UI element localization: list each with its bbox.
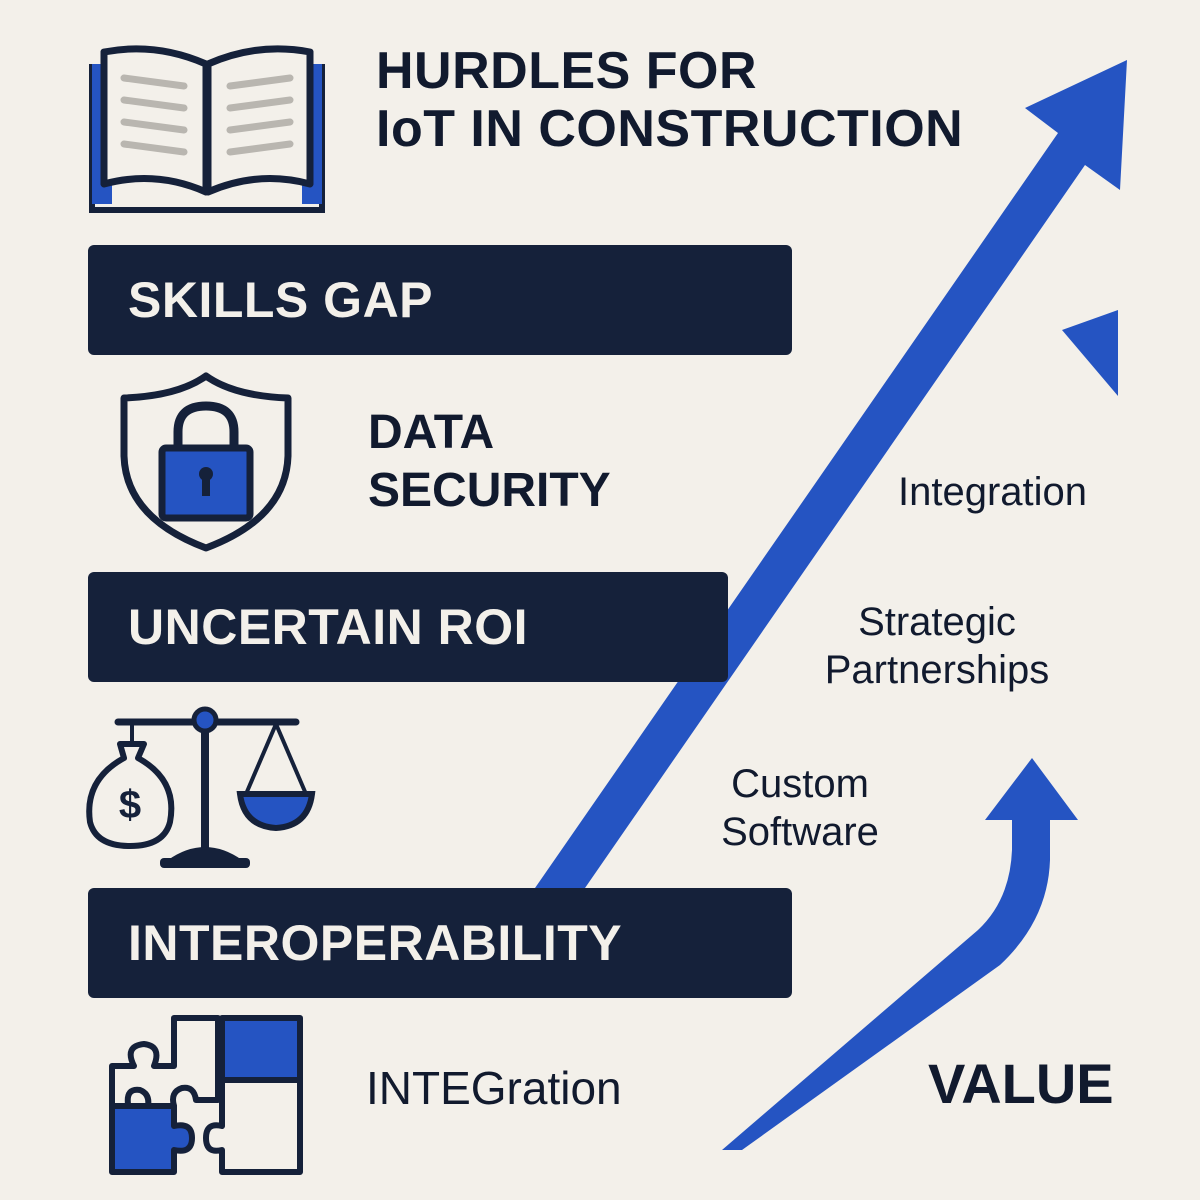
page-title: HURDLES FOR IoT IN CONSTRUCTION [376,42,963,158]
strategic-line-2: Partnerships [824,648,1050,692]
book-icon [89,45,325,213]
title-line-1: HURDLES FOR [376,42,758,100]
hurdle-skills-gap: SKILLS GAP [88,245,792,355]
solution-strategic-partnerships: Strategic Partnerships [796,598,1078,694]
value-label: VALUE [928,1052,1114,1115]
data-security-line-2: SECURITY [368,464,611,517]
puzzle-icon [109,1015,303,1175]
hurdle-integration-label: INTEGration [366,1062,622,1114]
hurdle-uncertain-roi: UNCERTAIN ROI [88,572,728,682]
solution-custom-software: Custom Software [700,760,900,856]
title-line-2: IoT IN CONSTRUCTION [376,100,964,158]
hurdle-skills-gap-label: SKILLS GAP [128,272,434,328]
small-arrowhead [1062,310,1118,396]
hurdle-data-security: DATA SECURITY [368,404,611,520]
shield-lock-icon [120,372,292,552]
data-security-line-1: DATA [368,406,495,459]
custom-line-2: Software [721,810,879,854]
scale-money-icon: $ [86,706,316,868]
curved-value-arrow [722,758,1078,1150]
dollar-sign-icon: $ [119,783,141,827]
custom-line-1: Custom [731,762,869,806]
solution-integration: Integration [898,470,1088,514]
strategic-line-1: Strategic [858,600,1016,644]
hurdle-uncertain-roi-label: UNCERTAIN ROI [128,599,529,655]
hurdle-interoperability: INTEROPERABILITY [88,888,792,998]
hurdle-interoperability-label: INTEROPERABILITY [128,915,623,971]
